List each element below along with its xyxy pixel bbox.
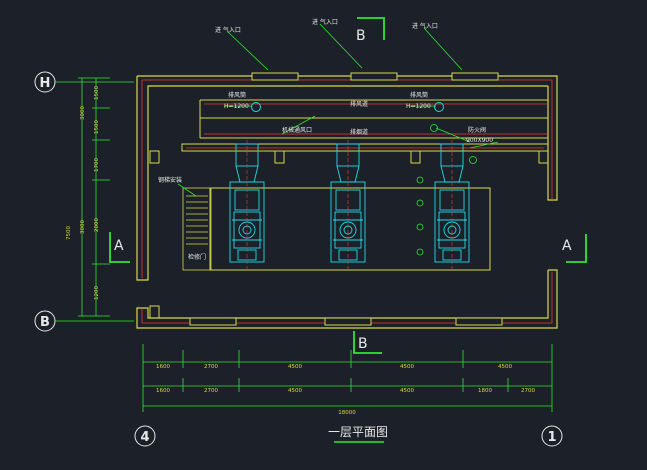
dim-r1-2: 2700 [204,364,218,370]
label-stair: 钢梯安装 [158,176,182,184]
equipment-platform [209,187,491,271]
dim-inner-3: 1700 [94,158,100,172]
top-windows [251,72,499,81]
axis-label-4: 4 [140,430,149,445]
dim-r1-3: 4500 [288,364,302,370]
axis-label-1: 1 [547,430,556,445]
dim-r2-2: 2700 [204,388,218,394]
dim-r2-4: 4500 [400,388,414,394]
label-exhaust-duct-left: 排风筒 [228,91,246,99]
label-air-inlet-2: 进 气入口 [312,18,338,26]
section-mark-right [566,234,587,263]
small-markers [416,124,477,256]
duct-channels-red [186,103,548,149]
duct-channels [181,99,549,152]
axis-label-b: B [40,315,50,330]
label-door: 检修门 [188,253,206,261]
bottom-windows [189,317,503,326]
dim-r2-5: 1800 [478,388,492,394]
section-mark-top-label: B [356,28,366,44]
section-mark-top [357,17,385,40]
section-mark-left [109,232,130,263]
exhaust-fans [251,102,444,112]
label-air-inlet-1: 进 气入口 [215,26,241,34]
dim-r2-6: 2700 [521,388,535,394]
axis-bubble-1 [541,425,563,447]
label-exhaust-height-left: H=1200 [224,103,249,110]
generator-sets [229,143,470,263]
bottom-dimension-text: 1600 2700 4500 4500 4500 1600 2700 4500 … [156,364,535,416]
section-mark-left-label: A [114,238,124,254]
dim-r2-3: 4500 [288,388,302,394]
label-exhaust-height-right: H=1200 [406,103,431,110]
exhaust-fan-left-icon [251,102,261,112]
exhaust-fan-right-icon [434,102,444,112]
columns [149,150,549,319]
drawing-title: 一层平面图 [328,425,388,439]
axis-bubble-4 [134,425,156,447]
left-dimension-text: 7500 3000 3000 1500 1500 1700 2000 1200 [66,86,100,300]
dim-inner-1: 1500 [94,86,100,100]
section-mark-bottom [353,331,382,354]
leader-lines [177,23,499,197]
left-dimension-lines [78,77,110,317]
section-mark-bottom-label: B [358,336,368,352]
label-air-inlet-3: 进 气入口 [412,22,438,30]
dim-r2-1: 1600 [156,388,170,394]
dim-r1-5: 4500 [498,364,512,370]
dim-mid-1: 3000 [80,106,86,120]
axis-lines [55,81,134,322]
stair [182,187,212,271]
dim-total: 18000 [338,410,356,416]
dim-r1-4: 4500 [400,364,414,370]
dim-mid-2: 3000 [80,220,86,234]
bottom-dimension-lines [142,344,553,412]
label-damper-size: 900X900 [466,137,493,144]
label-damper: 防火阀 [468,126,486,134]
label-exhaust-duct-right: 排风筒 [410,91,428,99]
unit-centerlines [246,140,453,272]
label-exhaust-channel: 排风道 [350,100,368,108]
dim-r1-1: 1600 [156,364,170,370]
dim-outer-left: 7500 [66,226,72,240]
drawing-labels: 进 气入口 进 气入口 进 气入口 排风筒 H=1200 排风筒 H=1200 … [158,18,493,261]
label-vent-opening: 机械通风口 [282,126,312,134]
dim-inner-5: 1200 [94,286,100,300]
dim-inner-2: 1500 [94,120,100,134]
axis-label-h: H [40,76,51,91]
section-mark-right-label: A [562,238,572,254]
label-smoke-channel: 排烟道 [350,128,368,136]
dim-inner-4: 2000 [94,218,100,232]
